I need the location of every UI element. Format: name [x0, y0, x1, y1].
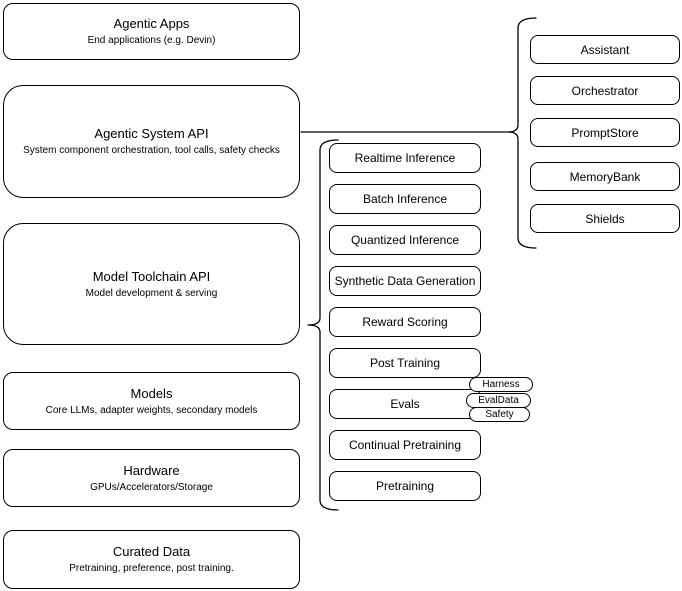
pill-label: EvalData: [478, 394, 519, 406]
layer-title: Curated Data: [112, 544, 191, 559]
node-label: Realtime Inference: [354, 151, 456, 165]
node-label: Assistant: [580, 42, 630, 57]
node-label: MemoryBank: [569, 169, 641, 184]
layer-model-toolchain-api: Model Toolchain API Model development & …: [3, 223, 300, 345]
node-assistant: Assistant: [530, 35, 680, 64]
layer-subtitle: Pretraining, preference, post training.: [69, 563, 234, 574]
node-orchestrator: Orchestrator: [530, 76, 680, 105]
layer-curated-data: Curated Data Pretraining, preference, po…: [3, 530, 300, 589]
node-label: Batch Inference: [362, 192, 448, 206]
eval-tag-harness: Harness: [469, 377, 533, 392]
layer-agentic-system-api: Agentic System API System component orch…: [3, 85, 300, 198]
layer-title: Agentic System API: [94, 126, 209, 141]
layer-title: Agentic Apps: [113, 16, 190, 31]
layer-title: Models: [130, 385, 173, 401]
layer-models: Models Core LLMs, adapter weights, secon…: [3, 372, 300, 430]
node-label: Quantized Inference: [350, 233, 460, 247]
node-pretraining: Pretraining: [329, 471, 481, 501]
eval-tag-evaldata: EvalData: [466, 393, 531, 408]
node-label: Evals: [390, 397, 420, 411]
system-components-bracket: [507, 17, 537, 249]
node-label: Post Training: [369, 356, 441, 370]
pill-label: Safety: [485, 408, 514, 420]
node-memorybank: MemoryBank: [530, 162, 680, 191]
eval-tag-safety: Safety: [469, 407, 530, 422]
node-batch-inference: Batch Inference: [329, 184, 481, 214]
node-label: Reward Scoring: [362, 315, 448, 329]
pill-label: Harness: [482, 378, 520, 390]
toolchain-components-bracket: [307, 139, 339, 511]
layer-subtitle: GPUs/Accelerators/Storage: [90, 481, 213, 493]
node-evals: Evals: [329, 389, 481, 419]
node-realtime-inference: Realtime Inference: [329, 143, 481, 173]
node-label: Pretraining: [375, 479, 435, 493]
layer-hardware: Hardware GPUs/Accelerators/Storage: [3, 449, 300, 507]
node-label: PromptStore: [571, 125, 639, 140]
layer-subtitle: End applications (e.g. Devin): [87, 35, 216, 46]
layer-title: Model Toolchain API: [92, 268, 211, 284]
node-quantized-inference: Quantized Inference: [329, 225, 481, 255]
layer-subtitle: Model development & serving: [85, 287, 218, 299]
node-label: Synthetic Data Generation: [334, 274, 476, 288]
node-label: Shields: [585, 211, 625, 226]
node-continual-pretraining: Continual Pretraining: [329, 430, 481, 460]
layer-subtitle: Core LLMs, adapter weights, secondary mo…: [45, 404, 258, 416]
node-post-training: Post Training: [329, 348, 481, 378]
node-label: Orchestrator: [571, 83, 639, 98]
layer-subtitle: System component orchestration, tool cal…: [23, 145, 280, 156]
node-synthetic-data-generation: Synthetic Data Generation: [329, 266, 481, 296]
layer-agentic-apps: Agentic Apps End applications (e.g. Devi…: [3, 3, 300, 60]
node-label: Continual Pretraining: [348, 438, 462, 452]
node-reward-scoring: Reward Scoring: [329, 307, 481, 337]
node-promptstore: PromptStore: [530, 118, 680, 147]
node-shields: Shields: [530, 204, 680, 233]
layer-title: Hardware: [123, 462, 180, 478]
